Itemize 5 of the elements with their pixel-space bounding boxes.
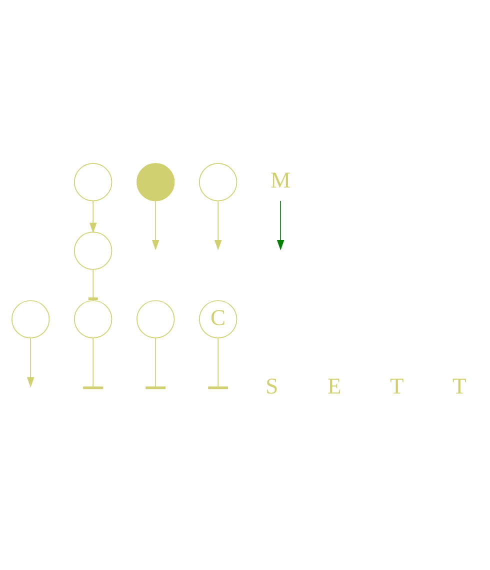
label: E: [328, 373, 342, 398]
node-text: M: [270, 168, 291, 193]
label: T: [452, 373, 466, 398]
label: T: [390, 373, 404, 398]
label: S: [266, 373, 278, 398]
